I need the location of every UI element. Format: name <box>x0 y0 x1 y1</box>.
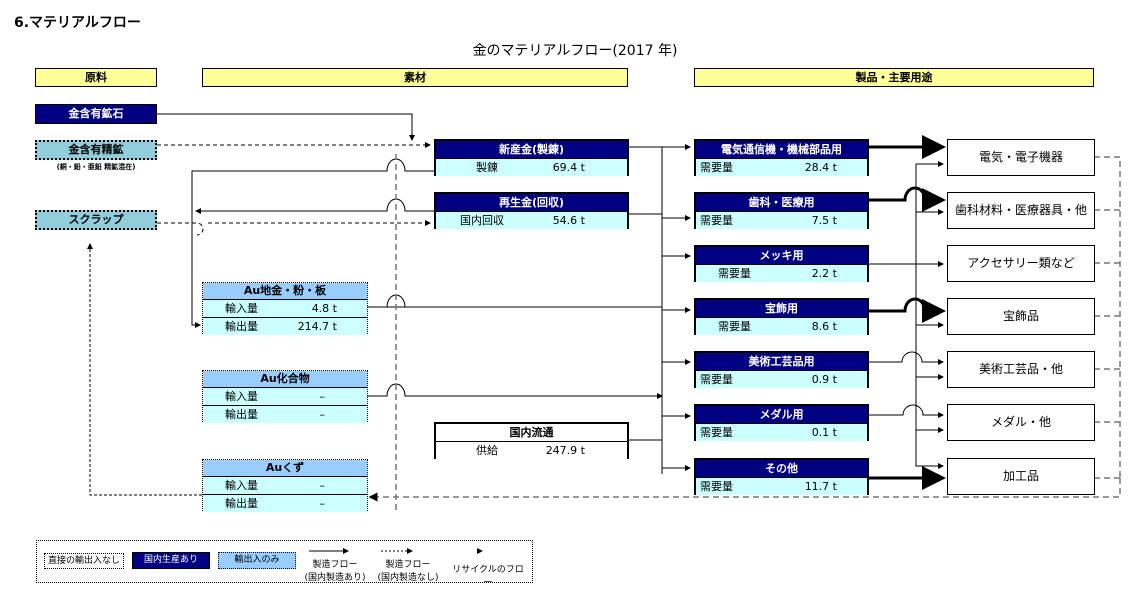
legend-label: 製造フロー <box>385 560 431 570</box>
row-label: 輸出量 <box>225 497 258 510</box>
header-raw: 原料 <box>35 68 157 87</box>
product-box: 歯科材料・医療器具・他 <box>947 192 1095 229</box>
row-value: 4.8 t <box>311 302 337 315</box>
row-label: 輸入量 <box>225 302 258 315</box>
row-label: 需要量 <box>700 480 733 493</box>
legend-recycle-flow: リサイクルのフロー <box>452 565 524 588</box>
row-label: 需要量 <box>718 320 751 333</box>
box-title: 電気通信機・機械部品用 <box>696 141 867 158</box>
product-box: 宝飾品 <box>947 298 1095 335</box>
diagram-title: 金のマテリアルフロー(2017 年) <box>472 43 678 59</box>
row-label: 輸入量 <box>225 479 258 492</box>
row-value: 69.4 t <box>552 161 585 174</box>
use-box: 宝飾用需要量 8.6 t <box>694 298 869 335</box>
row-label: 需要量 <box>700 214 733 227</box>
legend-domestic-production: 国内生産あり <box>132 552 210 569</box>
box-title: 歯科・医療用 <box>696 194 867 211</box>
row-value: 54.6 t <box>552 214 585 227</box>
legend-label: 製造フロー <box>312 560 358 570</box>
row-value: – <box>319 479 326 492</box>
bullion-box: Au地金・粉・板 輸入量 4.8 t 輸出量 214.7 t <box>202 282 368 335</box>
row-label: 供給 <box>476 444 498 457</box>
compound-box: Au化合物 輸入量 – 輸出量 – <box>202 370 368 423</box>
row-value: – <box>319 497 326 510</box>
row-value: 2.2 t <box>811 267 837 280</box>
row-value: – <box>319 390 326 403</box>
legend-label: (国内製造あり) <box>304 573 366 583</box>
row-value: 11.7 t <box>804 480 837 493</box>
box-title: 新産金(製錬) <box>436 141 627 158</box>
use-box: 歯科・医療用需要量 7.5 t <box>694 192 869 229</box>
use-box: メッキ用需要量 2.2 t <box>694 245 869 282</box>
box-title: Au化合物 <box>203 371 367 387</box>
box-title: 国内流通 <box>436 424 627 441</box>
row-value: – <box>319 408 326 421</box>
concentrate-note: (銅・鉛・亜鉛 精鉱混在) <box>56 163 136 171</box>
legend-trade-only: 輸出入のみ <box>218 552 296 569</box>
legend-label: (国内製造なし) <box>377 573 439 583</box>
box-title: Auくず <box>203 460 367 476</box>
row-label: 需要量 <box>700 373 733 386</box>
product-box: 電気・電子機器 <box>947 139 1095 176</box>
row-label: 需要量 <box>700 426 733 439</box>
header-material: 素材 <box>202 68 628 87</box>
gold-concentrate-box: 金含有精鉱 <box>35 140 157 160</box>
box-title: メダル用 <box>696 406 867 423</box>
use-box: メダル用需要量 0.1 t <box>694 404 869 441</box>
page-title: 6.マテリアルフロー <box>14 15 141 31</box>
row-label: 輸出量 <box>225 320 258 333</box>
legend-flow-domestic: 製造フロー (国内製造あり) <box>300 557 370 583</box>
gold-waste-box: Auくず 輸入量 – 輸出量 – <box>202 459 368 512</box>
row-label: 輸入量 <box>225 390 258 403</box>
box-title: 宝飾用 <box>696 300 867 317</box>
row-value: 8.6 t <box>811 320 837 333</box>
new-gold-box: 新産金(製錬) 製錬 69.4 t <box>434 139 629 176</box>
row-label: 需要量 <box>700 161 733 174</box>
row-label: 需要量 <box>718 267 751 280</box>
legend-flow-import: 製造フロー (国内製造なし) <box>372 557 444 583</box>
box-title: 再生金(回収) <box>436 194 627 211</box>
row-value: 0.9 t <box>811 373 837 386</box>
product-box: 加工品 <box>947 458 1095 495</box>
row-label: 輸出量 <box>225 408 258 421</box>
scrap-box: スクラップ <box>35 210 157 230</box>
row-value: 247.9 t <box>545 444 585 457</box>
recycled-gold-box: 再生金(回収) 国内回収 54.6 t <box>434 192 629 229</box>
product-box: 美術工芸品・他 <box>947 351 1095 388</box>
product-box: メダル・他 <box>947 404 1095 441</box>
box-title: 美術工芸品用 <box>696 353 867 370</box>
product-box: アクセサリー類など <box>947 245 1095 282</box>
legend-no-trade: 直接の輸出入なし <box>44 553 124 569</box>
row-value: 7.5 t <box>811 214 837 227</box>
box-title: その他 <box>696 460 867 477</box>
header-products: 製品・主要用途 <box>694 68 1094 87</box>
gold-ore-box: 金含有鉱石 <box>35 104 157 124</box>
domestic-circulation-box: 国内流通 供給 247.9 t <box>434 422 629 459</box>
row-value: 0.1 t <box>811 426 837 439</box>
legend <box>36 540 533 583</box>
box-title: Au地金・粉・板 <box>203 283 367 299</box>
box-title: メッキ用 <box>696 247 867 264</box>
row-value: 214.7 t <box>297 320 337 333</box>
use-box: 美術工芸品用需要量 0.9 t <box>694 351 869 388</box>
row-label: 国内回収 <box>460 214 504 227</box>
row-value: 28.4 t <box>804 161 837 174</box>
use-box: 電気通信機・機械部品用需要量 28.4 t <box>694 139 869 176</box>
use-box: その他需要量 11.7 t <box>694 458 869 495</box>
row-label: 製錬 <box>476 161 498 174</box>
